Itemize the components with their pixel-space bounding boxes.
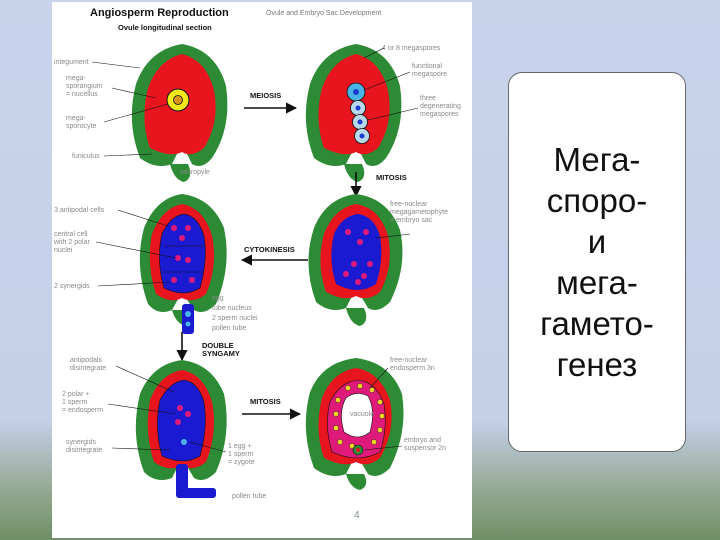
label-pollen-tube-2: pollen tube: [232, 493, 266, 500]
label-funiculus: funiculus: [72, 153, 100, 160]
label-two-synergids: 2 synergids: [54, 283, 90, 290]
label-mega-sporangium: mega-sporangium= nucellus: [66, 75, 103, 98]
label-tube-nucleus: tube nucleus: [212, 305, 252, 312]
stage-mitosis-2: MITOSIS: [250, 397, 281, 406]
label-megasporocyte: mega-sporocyte: [66, 115, 96, 130]
stage-meiosis: MEIOSIS: [250, 91, 281, 100]
ovule-mature-embryo-sac: [140, 194, 227, 334]
ovule-megasporocyte: [132, 44, 228, 182]
ovule-free-nuclear: [308, 194, 402, 326]
label-micropyle: micropyle: [180, 169, 210, 176]
slide-title-text: Мега- споро- и мега- гамето- генез: [540, 139, 654, 385]
label-antipodal-cells: 3 antipodal cells: [54, 207, 105, 214]
label-zygote-formula: 1 egg +1 sperm= zygote: [228, 443, 255, 466]
ovule-endosperm-embryo: [306, 358, 404, 490]
diagram-svg: Angiosperm Reproduction Ovule and Embryo…: [52, 2, 472, 538]
stage-cytokinesis: CYTOKINESIS: [244, 245, 295, 254]
label-two-sperm: 2 sperm nuclei: [212, 315, 258, 322]
title-box: Мега- споро- и мега- гамето- генез: [508, 72, 686, 452]
label-vacuole: vacuole: [350, 411, 374, 418]
label-egg: egg: [212, 295, 224, 302]
ovule-megaspores: [306, 44, 402, 182]
section-title: Ovule longitudinal section: [118, 23, 212, 32]
angiosperm-diagram: Angiosperm Reproduction Ovule and Embryo…: [52, 2, 472, 538]
page-number: 4: [354, 510, 360, 521]
label-pollen-tube: pollen tube: [212, 325, 246, 332]
label-endosperm-formula: 2 polar +1 sperm= endosperm: [62, 391, 103, 414]
diagram-subtitle: Ovule and Embryo Sac Development: [266, 10, 381, 17]
stage-mitosis-1: MITOSIS: [376, 173, 407, 182]
label-four-megaspores: 4 or 8 megaspores: [382, 45, 441, 52]
diagram-title: Angiosperm Reproduction: [90, 7, 229, 19]
label-integument: integument: [54, 59, 89, 66]
